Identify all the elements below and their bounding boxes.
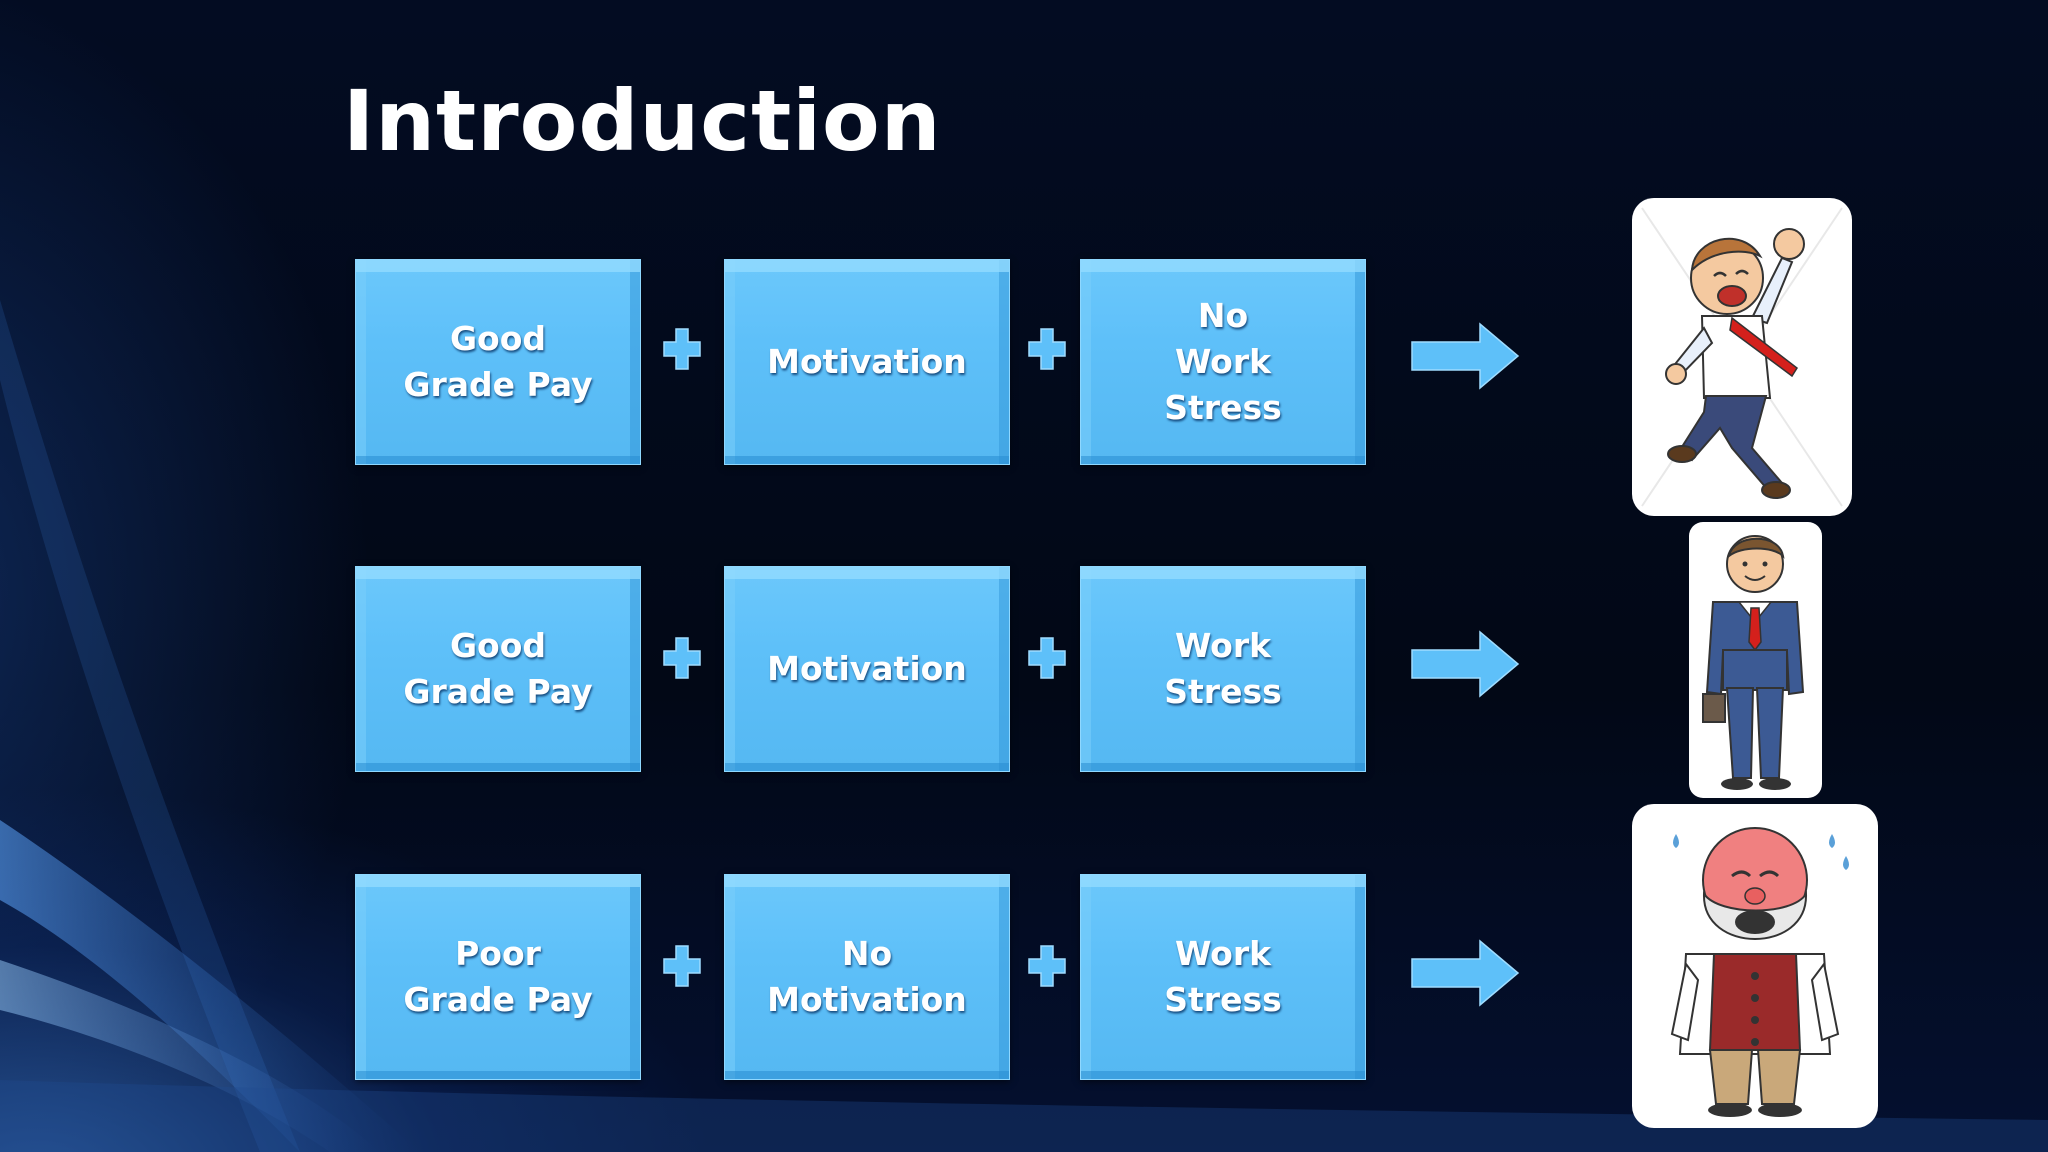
right-arrow-icon: [1410, 320, 1522, 392]
plus-icon: [662, 944, 702, 988]
box-text-line: No: [1198, 293, 1248, 339]
box-no-motivation: No Motivation: [724, 874, 1010, 1080]
plus-icon: [1027, 944, 1067, 988]
box-text-line: Grade Pay: [403, 977, 592, 1023]
box-text-line: Work: [1175, 623, 1271, 669]
businessman-icon: [1689, 522, 1822, 798]
happy-jumping-man-icon: [1632, 198, 1852, 516]
box-no-work-stress: No Work Stress: [1080, 259, 1366, 465]
box-text-line: Motivation: [767, 646, 967, 692]
box-text-line: Motivation: [767, 339, 967, 385]
box-poor-grade-pay: Poor Grade Pay: [355, 874, 641, 1080]
box-work-stress: Work Stress: [1080, 874, 1366, 1080]
right-arrow-icon: [1410, 628, 1522, 700]
plus-icon: [1027, 636, 1067, 680]
box-text-line: Motivation: [767, 977, 967, 1023]
box-text-line: Grade Pay: [403, 669, 592, 715]
plus-icon: [662, 636, 702, 680]
plus-icon: [662, 327, 702, 371]
box-text-line: Poor: [455, 931, 541, 977]
box-motivation: Motivation: [724, 259, 1010, 465]
box-text-line: Good: [450, 623, 546, 669]
box-motivation: Motivation: [724, 566, 1010, 772]
box-text-line: Stress: [1164, 977, 1281, 1023]
box-text-line: Stress: [1164, 385, 1281, 431]
plus-icon: [1027, 327, 1067, 371]
box-text-line: Work: [1175, 931, 1271, 977]
box-good-grade-pay: Good Grade Pay: [355, 259, 641, 465]
slide-title: Introduction: [343, 72, 942, 170]
stressed-crying-man-icon: [1632, 804, 1878, 1128]
right-arrow-icon: [1410, 937, 1522, 1009]
box-text-line: No: [842, 931, 892, 977]
box-text-line: Grade Pay: [403, 362, 592, 408]
box-good-grade-pay: Good Grade Pay: [355, 566, 641, 772]
box-text-line: Good: [450, 316, 546, 362]
box-text-line: Stress: [1164, 669, 1281, 715]
box-work-stress: Work Stress: [1080, 566, 1366, 772]
box-text-line: Work: [1175, 339, 1271, 385]
